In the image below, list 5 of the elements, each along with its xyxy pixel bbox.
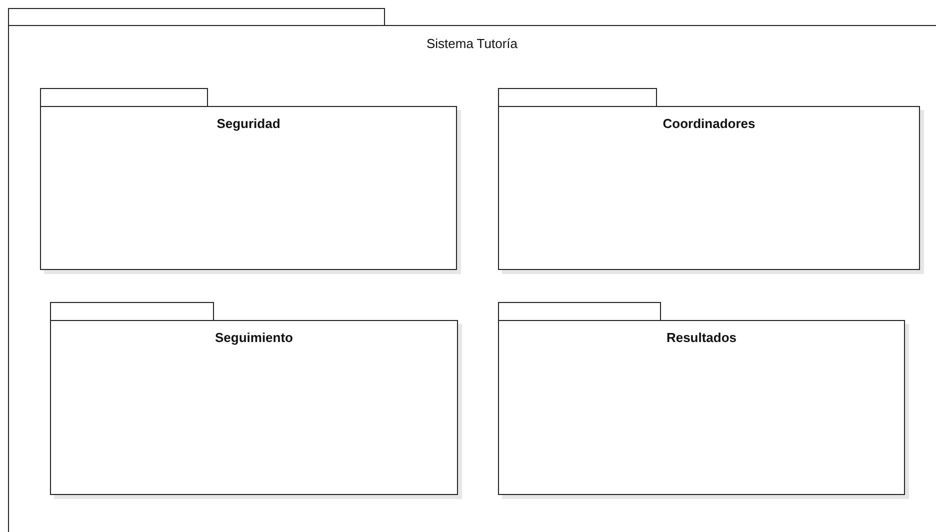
package-title: Seguimiento — [214, 330, 293, 345]
package-title: Seguridad — [216, 116, 280, 131]
package-title: Resultados — [666, 330, 737, 345]
package-title: Coordinadores — [662, 116, 756, 131]
package-title: Sistema Tutoría — [426, 36, 518, 51]
